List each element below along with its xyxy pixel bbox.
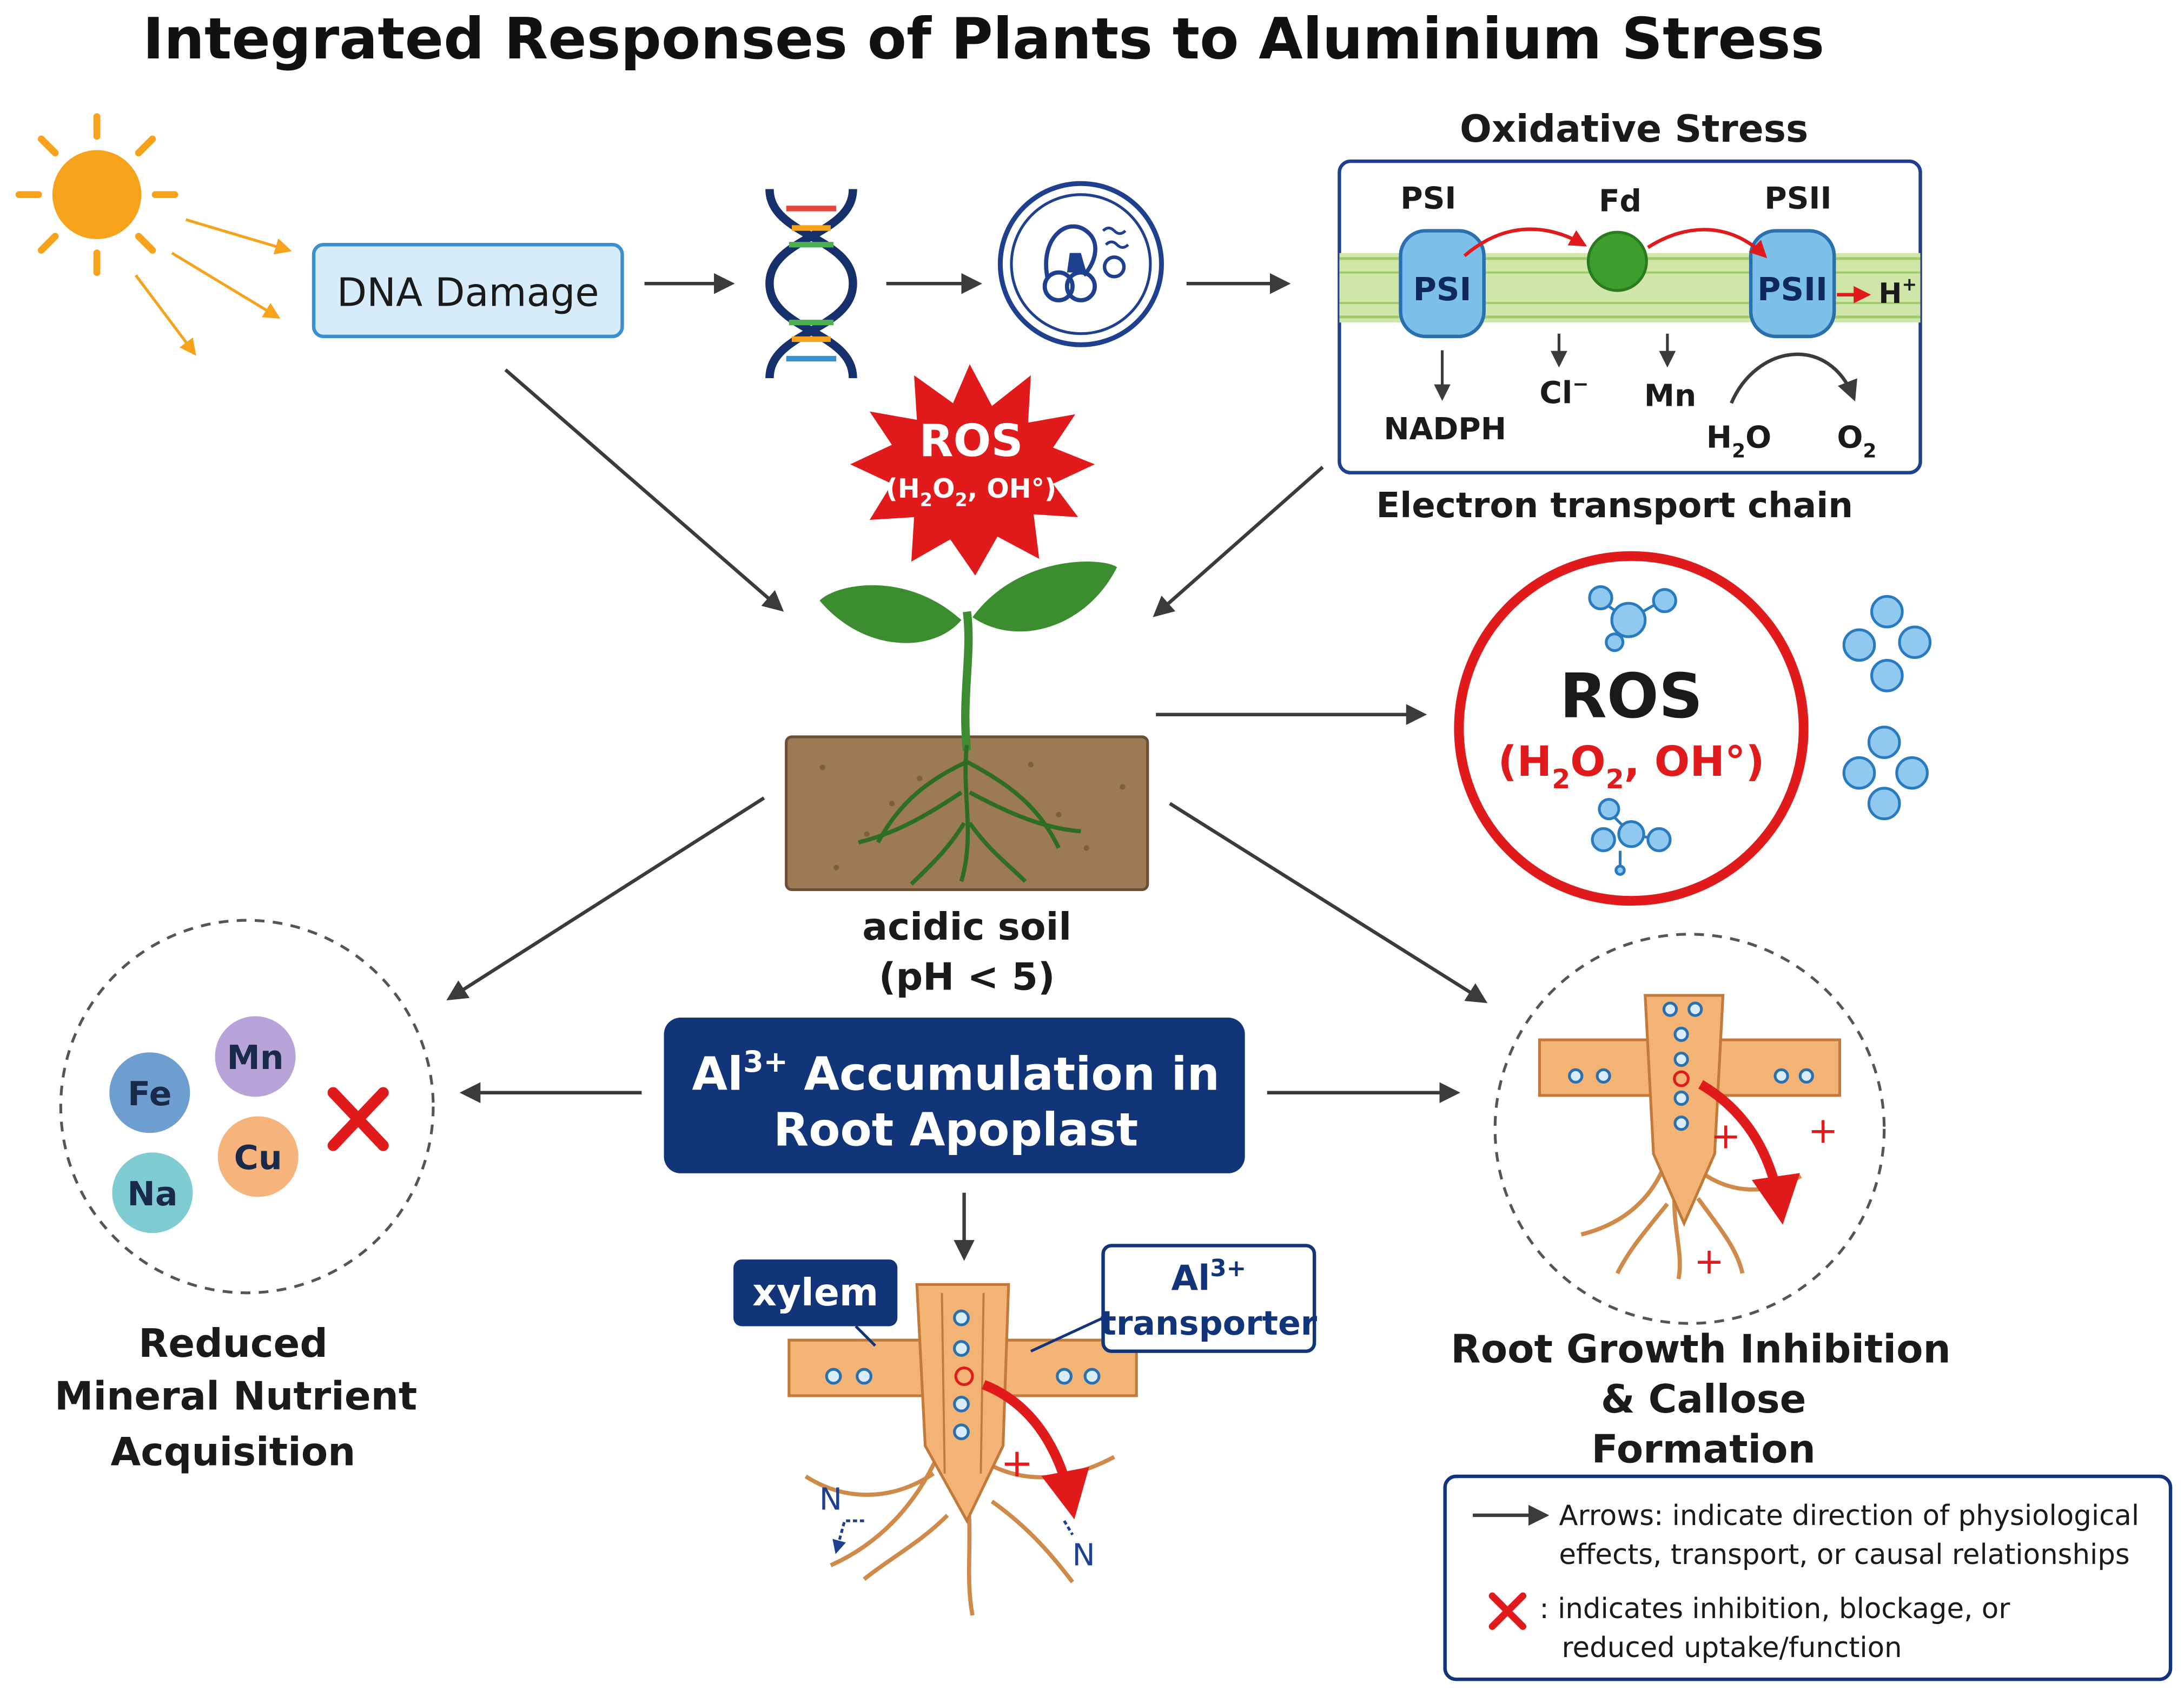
electron-transport-panel: PSI Fd PSII PSI PSII H+ NADPH Cl− Mn H2O… — [1338, 159, 1922, 474]
al-box-line2: Root Apoplast — [773, 1103, 1138, 1156]
growth-line2: & Callose — [1601, 1376, 1806, 1422]
al-accumulation-box: Al3+ Accumulation in Root Apoplast — [664, 1018, 1245, 1173]
root-plus-sign: + — [1001, 1440, 1033, 1486]
reduced-line3: Acquisition — [111, 1429, 356, 1474]
transporter-line1: Al3+ — [1171, 1255, 1246, 1299]
mn-etc-label: Mn — [1644, 378, 1696, 413]
sun-icon — [15, 113, 292, 356]
growth-plus-1: + — [1711, 1115, 1741, 1157]
legend-x-icon — [1488, 1592, 1527, 1630]
legend-x-line1: : indicates inhibition, blockage, or — [1539, 1593, 2010, 1625]
psii-complex — [1749, 229, 1836, 339]
nitrogen-arrow-left — [832, 1519, 864, 1554]
growth-plus-2: + — [1808, 1109, 1838, 1151]
fd-label: Fd — [1599, 184, 1642, 219]
ros-burst: ROS (H2O2, OH°) — [850, 364, 1095, 576]
transporter-callout: Al3+ transporter — [1030, 1244, 1318, 1353]
n-right-label: N — [1072, 1537, 1095, 1573]
ros-circle-formula: (H2O2, OH°) — [1498, 737, 1764, 795]
arrow-dna-to-plant — [504, 368, 784, 612]
reduced-line2: Mineral Nutrient — [55, 1374, 417, 1419]
arrow-soil-to-nutrients — [446, 796, 765, 1001]
cell-damage-icon — [997, 181, 1164, 347]
molecule-icon — [1842, 595, 1932, 692]
inhibition-x-icon — [327, 1087, 389, 1151]
diagram-title: Integrated Responses of Plants to Alumin… — [143, 5, 1824, 72]
xylem-callout: xylem — [733, 1259, 898, 1347]
cu-label: Cu — [234, 1138, 282, 1177]
legend-arrow-line2: effects, transport, or causal relationsh… — [1559, 1539, 2129, 1571]
psi-label: PSI — [1413, 270, 1472, 308]
legend-box: Arrows: indicate direction of physiologi… — [1443, 1474, 2173, 1681]
al-box-line1: Al3+ Accumulation in — [692, 1045, 1220, 1100]
growth-plus-3: + — [1694, 1240, 1724, 1282]
molecule-icon — [1591, 797, 1672, 876]
legend-x-line2: reduced uptake/function — [1562, 1632, 1902, 1664]
cu-ion — [217, 1116, 299, 1197]
psii-top-label: PSII — [1764, 181, 1831, 216]
growth-line1: Root Growth Inhibition — [1451, 1326, 1950, 1371]
nutrients-circle: Fe Mn Cu Na — [59, 919, 435, 1295]
electron-arrow-1 — [1463, 227, 1587, 258]
o2-label: O2 — [1837, 420, 1876, 462]
psi-complex — [1399, 229, 1486, 339]
psi-top-label: PSI — [1400, 181, 1456, 216]
ros-circle: ROS (H2O2, OH°) — [1454, 551, 1809, 906]
dna-damage-box: DNA Damage — [312, 243, 624, 339]
soil-label-line2: (pH < 5) — [879, 956, 1055, 999]
arrow-soil-to-growth — [1169, 802, 1488, 1004]
h-plus-label: H+ — [1878, 274, 1917, 310]
nadph-label: NADPH — [1384, 412, 1506, 447]
water-split-arrow — [1730, 352, 1857, 404]
growth-inhibition-circle: + + + — [1493, 933, 1886, 1325]
ferredoxin — [1586, 230, 1648, 292]
soil-label-line1: acidic soil — [862, 906, 1071, 949]
mn-label: Mn — [227, 1038, 283, 1077]
electron-arrow-2 — [1647, 228, 1768, 259]
h2o-label: H2O — [1706, 420, 1771, 462]
ros-burst-label: ROS — [919, 415, 1023, 467]
seedling-in-soil — [785, 561, 1149, 892]
oxidative-stress-heading: Oxidative Stress — [1460, 108, 1808, 151]
dna-damage-label: DNA Damage — [337, 269, 599, 315]
reduced-line1: Reduced — [138, 1321, 328, 1366]
fe-ion — [109, 1052, 190, 1133]
leaf-left — [819, 585, 962, 643]
leaf-right — [972, 561, 1117, 632]
root-cross-section: + N N — [787, 1283, 1138, 1616]
dna-helix-icon — [765, 188, 857, 379]
arrow-etc-to-plant — [1153, 466, 1324, 617]
molecule-icon — [1842, 725, 1929, 821]
ros-circle-label: ROS — [1560, 661, 1703, 732]
stem — [961, 611, 973, 751]
transporter-line2: transporter — [1101, 1304, 1318, 1343]
na-ion — [112, 1152, 193, 1233]
nitrogen-arrow-right — [1063, 1520, 1074, 1536]
transport-arrow — [982, 1380, 1089, 1520]
growth-line3: Formation — [1591, 1426, 1815, 1471]
legend-arrow-line1: Arrows: indicate direction of physiologi… — [1559, 1500, 2139, 1532]
mn-ion — [215, 1016, 296, 1097]
ros-burst-formula: (H2O2, OH°) — [886, 473, 1057, 510]
fe-label: Fe — [128, 1074, 171, 1113]
seedling-roots — [858, 744, 1081, 886]
root-detail-roots — [804, 1445, 1115, 1616]
na-label: Na — [127, 1174, 177, 1213]
n-left-label: N — [819, 1482, 842, 1517]
etc-caption: Electron transport chain — [1376, 485, 1853, 526]
cl-label: Cl− — [1539, 373, 1589, 411]
xylem-label: xylem — [752, 1271, 878, 1315]
molecule-icon — [1588, 585, 1677, 652]
psii-label: PSII — [1757, 270, 1828, 308]
